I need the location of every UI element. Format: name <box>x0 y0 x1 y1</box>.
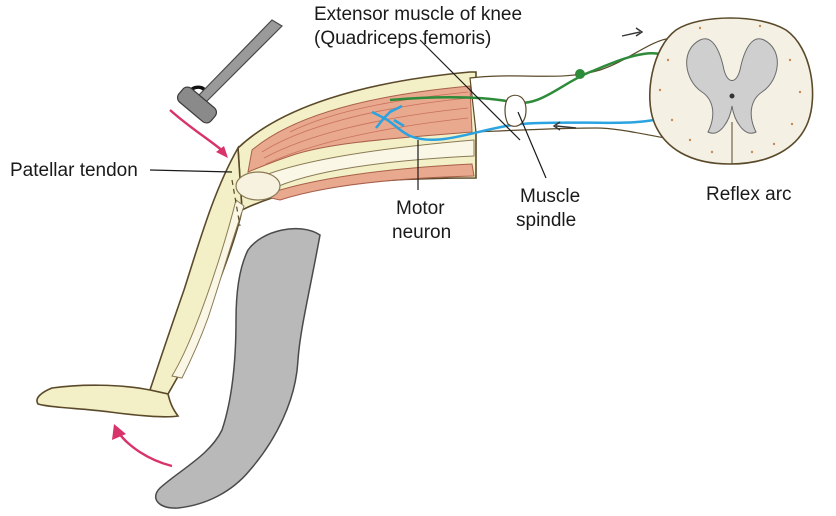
lower-leg <box>150 148 242 394</box>
muscle-spindle <box>505 95 526 126</box>
label-muscle-spindle-2: spindle <box>516 210 576 231</box>
label-quadriceps-femoris: (Quadriceps femoris) <box>314 28 491 49</box>
spinal-cord-section <box>650 18 813 164</box>
label-motor-neuron-2: neuron <box>392 222 451 243</box>
leg-kick-arrow <box>118 432 172 466</box>
patella <box>236 172 280 200</box>
label-motor-neuron: Motor <box>396 198 445 219</box>
label-extensor-muscle: Extensor muscle of knee <box>314 4 522 25</box>
label-reflex-arc: Reflex arc <box>706 184 792 205</box>
sensory-neuron-cell-body <box>575 69 585 79</box>
label-patellar-tendon: Patellar tendon <box>10 160 138 181</box>
label-muscle-spindle: Muscle <box>520 186 580 207</box>
